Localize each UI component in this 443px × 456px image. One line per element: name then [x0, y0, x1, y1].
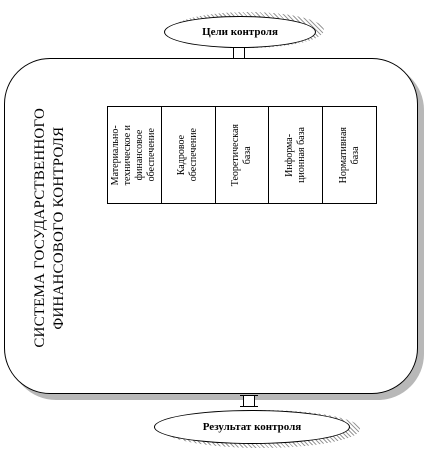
control-goals-label: Цели контроля [202, 26, 278, 38]
component-normative: Нормативная база [323, 107, 376, 203]
component-information: Информа- ционная база [269, 107, 324, 203]
connector-top [230, 47, 248, 59]
system-components-table: Материально- техническое и финансовое об… [107, 106, 377, 204]
control-result-node: Результат контроля [154, 410, 350, 444]
component-theoretical: Теоретическая база [216, 107, 270, 203]
component-material-financial: Материально- техническое и финансовое об… [108, 107, 162, 203]
component-label: Кадровое обеспечение [176, 128, 200, 182]
connector-bottom [240, 395, 258, 407]
control-goals-node: Цели контроля [164, 16, 316, 48]
component-label: Материально- техническое и финансовое об… [110, 124, 158, 186]
control-result-label: Результат контроля [202, 421, 302, 433]
component-label: Нормативная база [337, 126, 361, 184]
component-label: Теоретическая база [229, 123, 253, 187]
component-personnel: Кадровое обеспечение [162, 107, 216, 203]
component-label: Информа- ционная база [283, 127, 307, 183]
system-title: СИСТЕМА ГОСУДАРСТВЕННОГО ФИНАНСОВОГО КОН… [22, 92, 78, 364]
system-title-text: СИСТЕМА ГОСУДАРСТВЕННОГО ФИНАНСОВОГО КОН… [32, 108, 67, 348]
